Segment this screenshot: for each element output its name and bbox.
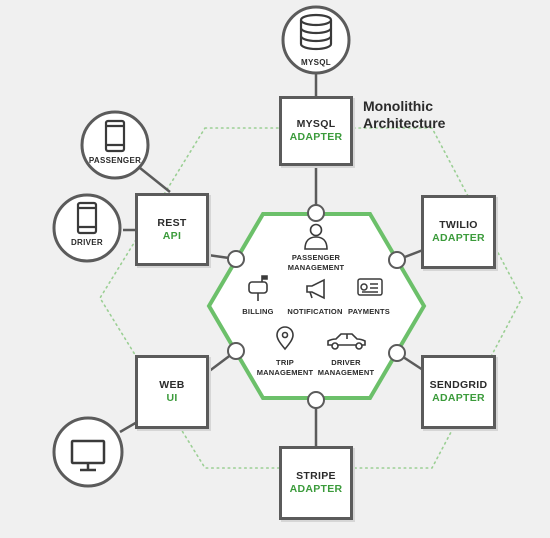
driver-management-label: DRIVER MANAGEMENT: [301, 358, 391, 378]
stripe-adapter-line1: STRIPE: [296, 470, 336, 482]
rest-api-line2: API: [162, 229, 182, 242]
smartphone-icon: [104, 119, 126, 153]
title-line-2: Architecture: [363, 115, 446, 131]
sendgrid-adapter-box: SENDGRID ADAPTER: [421, 355, 496, 429]
desktop-circle: [52, 416, 124, 488]
port-left-upper: [227, 250, 245, 268]
rest-api-line1: REST: [157, 216, 187, 229]
port-bottom: [307, 391, 325, 409]
megaphone-icon: [306, 278, 325, 300]
passenger-management-line2: MANAGEMENT: [287, 263, 345, 272]
driver-label: DRIVER: [70, 238, 104, 247]
person-icon: [304, 223, 328, 250]
sendgrid-adapter-line1: SENDGRID: [429, 379, 488, 391]
driver-management-line2: MANAGEMENT: [317, 368, 375, 377]
port-top: [307, 204, 325, 222]
web-ui-line2: UI: [166, 392, 178, 404]
stripe-adapter-line2: ADAPTER: [289, 483, 343, 495]
mysql-label: MYSQL: [301, 58, 331, 67]
car-icon: [327, 333, 366, 350]
mysql-adapter-line2: ADAPTER: [289, 131, 343, 143]
trip-management-line2: MANAGEMENT: [256, 368, 314, 377]
map-pin-icon: [276, 326, 294, 351]
passenger-connector: [139, 167, 171, 193]
passenger-management-label: PASSENGER MANAGEMENT: [271, 253, 361, 273]
mailbox-icon: [248, 275, 268, 301]
smartphone-icon: [76, 201, 98, 235]
passenger-label: PASSENGER: [88, 156, 142, 165]
stripe-adapter-box: STRIPE ADAPTER: [279, 446, 353, 520]
mysql-adapter-box: MYSQL ADAPTER: [279, 96, 353, 166]
payments-label: PAYMENTS: [347, 307, 391, 316]
desktop-monitor-icon: [70, 439, 106, 472]
driver-management-line1: DRIVER: [331, 358, 361, 367]
trip-management-line1: TRIP: [276, 358, 294, 367]
sendgrid-adapter-line2: ADAPTER: [432, 392, 485, 404]
twilio-adapter-line2: ADAPTER: [432, 232, 485, 244]
passenger-management-line1: PASSENGER: [291, 253, 341, 262]
rest-api-box: REST API: [135, 193, 209, 266]
database-icon: [299, 13, 333, 51]
web-ui-box: WEB UI: [135, 355, 209, 429]
title-line-1: Monolithic: [363, 98, 433, 114]
port-right-upper: [388, 251, 406, 269]
credit-card-icon: [357, 278, 383, 296]
core-hexagon: [206, 212, 427, 400]
web-ui-line1: WEB: [159, 379, 185, 391]
trip-management-label: TRIP MANAGEMENT: [240, 358, 330, 378]
twilio-adapter-line1: TWILIO: [439, 219, 478, 231]
port-left-lower: [227, 342, 245, 360]
notification-label: NOTIFICATION: [287, 307, 343, 316]
twilio-adapter-box: TWILIO ADAPTER: [421, 195, 496, 269]
outer-dotted-hexagon: [99, 127, 523, 469]
billing-label: BILLING: [242, 307, 274, 316]
diagram-title: Monolithic Architecture: [363, 98, 445, 132]
port-right-lower: [388, 344, 406, 362]
mysql-adapter-line1: MYSQL: [296, 118, 336, 130]
